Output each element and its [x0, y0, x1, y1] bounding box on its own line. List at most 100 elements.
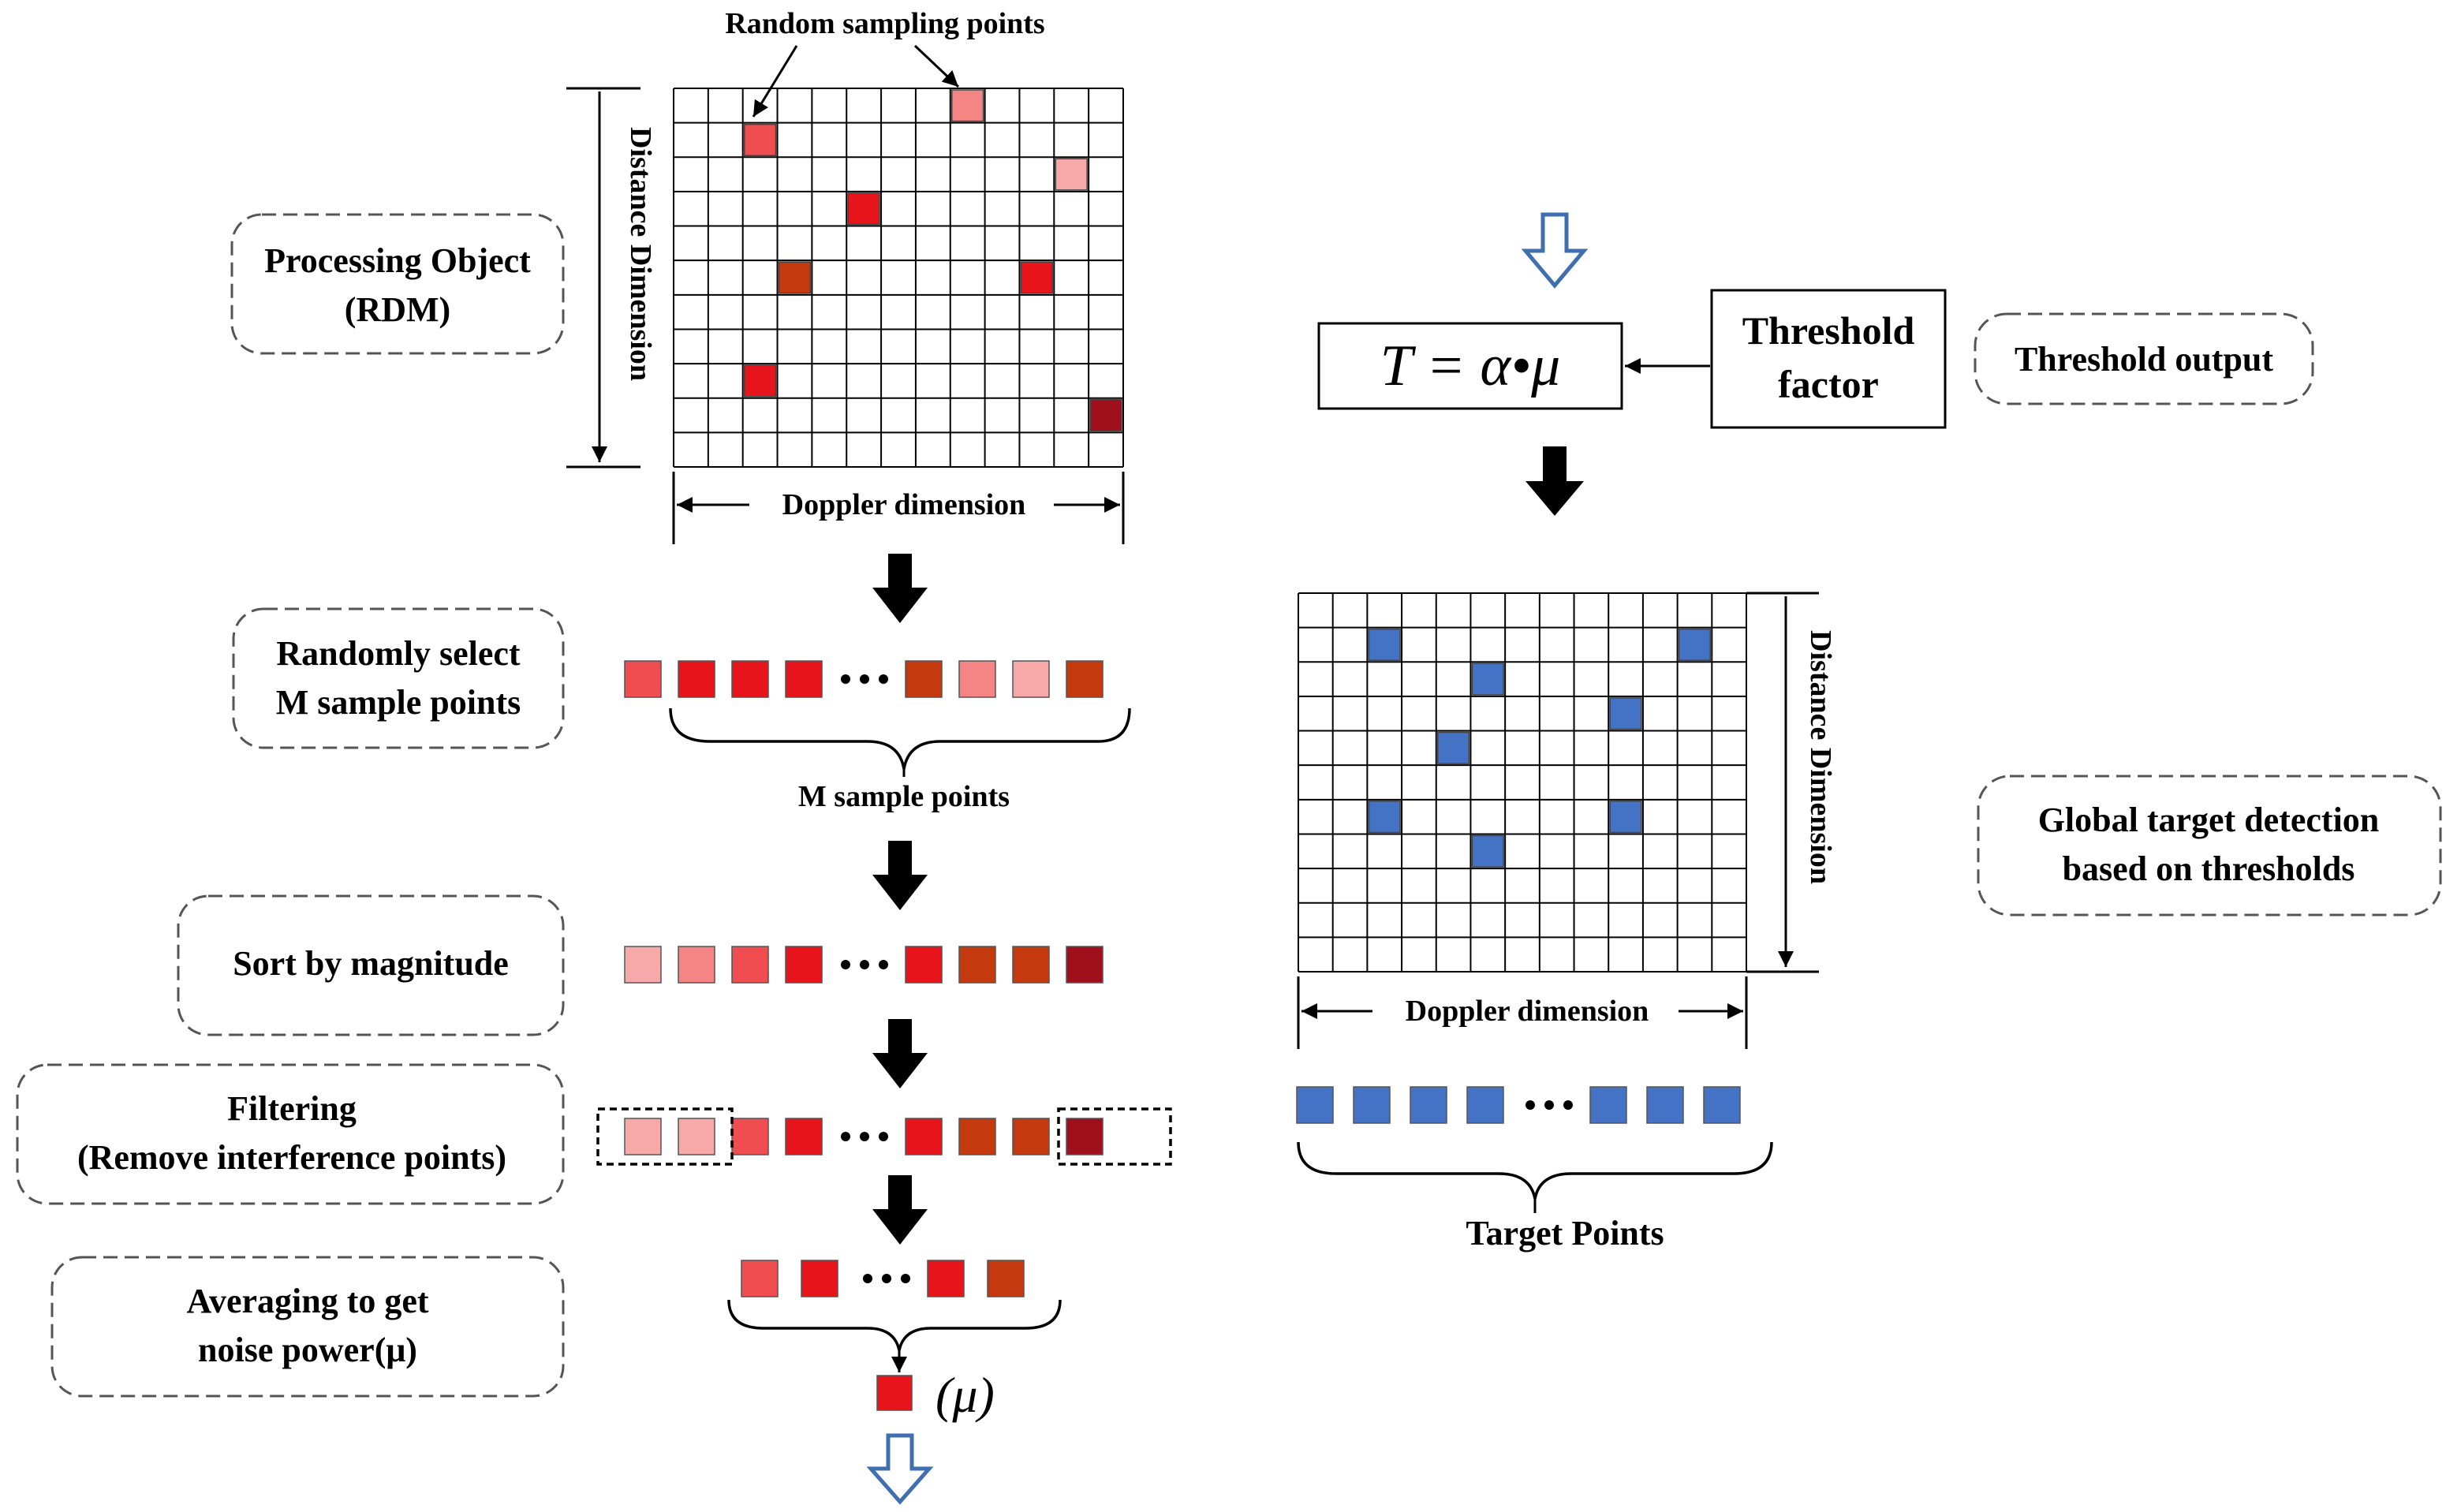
target-cell: [1678, 628, 1712, 662]
step-random-select: Randomly select M sample points: [232, 607, 565, 749]
sample-points-brace: [669, 707, 1131, 770]
target-point-square: [1589, 1086, 1627, 1124]
filtered-ellipsis-dot: [841, 1132, 850, 1141]
filtered-points-row: [624, 1118, 1104, 1155]
target-points-row: [1296, 1086, 1741, 1124]
global-detection-line1: Global target detection: [2038, 801, 2380, 839]
threshold-factor-box: [1710, 289, 1947, 429]
filtered-square: [678, 1118, 715, 1155]
sample-points-row: [624, 660, 1104, 698]
step-filtering-line2: (Remove interference points): [77, 1138, 506, 1177]
step-sort-line1: Sort by magnitude: [233, 944, 509, 983]
sorted-ellipsis-dot: [841, 960, 850, 969]
sorted-ellipsis-dot: [860, 960, 869, 969]
filtered-square: [905, 1118, 943, 1155]
threshold-formula: T = α•μ: [1380, 334, 1561, 398]
target-points-label: Target Points: [1466, 1214, 1664, 1253]
step-random-select-line2: M sample points: [276, 683, 521, 722]
filtered-ellipsis-dot: [860, 1132, 869, 1141]
sorted-square: [731, 946, 769, 984]
target-cell: [1368, 801, 1401, 834]
rdm-cell: [778, 261, 812, 294]
step-random-select-line1: Randomly select: [276, 634, 521, 673]
target-grid: [1298, 592, 1747, 973]
sample-square: [958, 660, 996, 698]
sorted-square: [958, 946, 996, 984]
filtered-ellipsis-dot: [879, 1132, 888, 1141]
target-point-square: [1296, 1086, 1334, 1124]
sorted-points-row: [624, 946, 1104, 984]
rdm-cell: [1055, 158, 1088, 191]
filtered-square: [624, 1118, 662, 1155]
step-filtering-line1: Filtering: [227, 1089, 357, 1128]
threshold-output-label: Threshold output: [2015, 340, 2273, 379]
step-averaging: Averaging to get noise power(μ): [50, 1256, 565, 1398]
sample-square: [731, 660, 769, 698]
target-point-ellipsis-dot: [1563, 1100, 1573, 1110]
sorted-square: [785, 946, 823, 984]
target-point-ellipsis-dot: [1544, 1100, 1554, 1110]
sorted-square: [624, 946, 662, 984]
rdm-doppler-label: Doppler dimension: [782, 488, 1026, 521]
step-averaging-line1: Averaging to get: [186, 1282, 428, 1320]
down-arrow-2: [872, 841, 928, 910]
averaged-ellipsis-dot: [863, 1274, 872, 1283]
averaged-points-row: [741, 1260, 1025, 1297]
target-point-square: [1646, 1086, 1684, 1124]
sample-square: [1066, 660, 1104, 698]
sorted-square: [678, 946, 715, 984]
down-arrow-3: [872, 1019, 928, 1088]
target-point-square: [1703, 1086, 1741, 1124]
m-sample-points-label: M sample points: [798, 780, 1010, 813]
threshold-formula-box: [1317, 322, 1623, 410]
step-processing-object: Processing Object (RDM): [230, 213, 565, 355]
sorted-square: [1012, 946, 1050, 984]
target-point-ellipsis-dot: [1525, 1100, 1535, 1110]
rdm-cell: [743, 123, 777, 157]
sample-square: [905, 660, 943, 698]
averaged-ellipsis-dot: [882, 1274, 891, 1283]
filtered-square: [958, 1118, 996, 1155]
threshold-factor-line2: factor: [1778, 362, 1879, 406]
sorted-square: [1066, 946, 1104, 984]
sample-ellipsis-dot: [841, 674, 850, 684]
averaged-square: [801, 1260, 838, 1297]
averaged-square: [987, 1260, 1025, 1297]
rdm-cell: [951, 89, 984, 122]
sample-square: [624, 660, 662, 698]
filtered-square: [731, 1118, 769, 1155]
averaged-square: [927, 1260, 965, 1297]
sample-ellipsis-dot: [879, 674, 888, 684]
target-cell: [1609, 697, 1642, 730]
target-point-square: [1466, 1086, 1504, 1124]
sample-square: [785, 660, 823, 698]
rdm-cell: [1089, 398, 1122, 432]
flow-arrows: [872, 554, 928, 1245]
target-cell: [1471, 834, 1504, 868]
step-threshold-output: Threshold output: [1974, 312, 2314, 405]
down-arrow-4: [872, 1175, 928, 1245]
target-cell: [1368, 628, 1401, 662]
sample-square: [678, 660, 715, 698]
down-arrow-1: [872, 554, 928, 623]
hollow-arrow-top: [1521, 212, 1589, 289]
sorted-square: [905, 946, 943, 984]
target-cell: [1609, 801, 1642, 834]
hollow-arrow-bottom: [866, 1433, 934, 1505]
sample-square: [1012, 660, 1050, 698]
step-averaging-line2: noise power(μ): [198, 1331, 417, 1369]
random-sampling-arrow-1: [752, 45, 798, 118]
target-point-square: [1353, 1086, 1391, 1124]
target-points-brace: [1297, 1141, 1773, 1200]
sorted-ellipsis-dot: [879, 960, 888, 969]
step-sort: Sort by magnitude: [177, 894, 565, 1036]
down-arrow-right: [1525, 446, 1584, 516]
mu-square: [876, 1375, 913, 1411]
target-cell: [1471, 663, 1504, 696]
target-distance-label: Distance Dimension: [1804, 630, 1837, 884]
global-detection-line2: based on thresholds: [2063, 849, 2355, 888]
filtered-square: [785, 1118, 823, 1155]
averaged-square: [741, 1260, 779, 1297]
